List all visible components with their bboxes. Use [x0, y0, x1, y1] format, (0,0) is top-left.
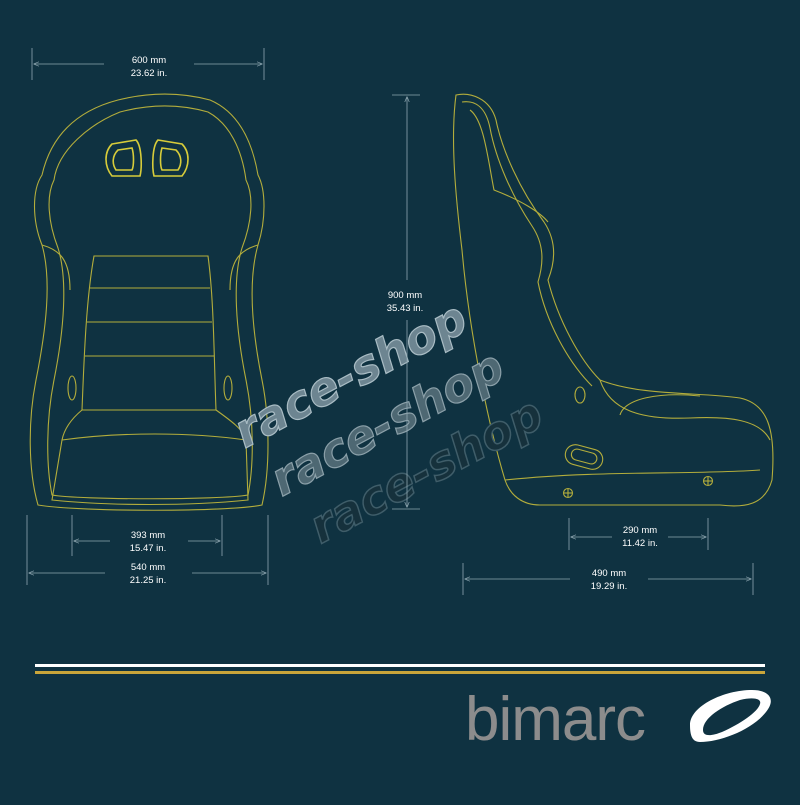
brand-name: bimarc	[465, 685, 645, 754]
height-mm: 900 mm	[388, 290, 422, 301]
inner-width-in: 15.47 in.	[130, 543, 166, 554]
base-width-in: 21.25 in.	[130, 575, 166, 586]
top-width-in: 23.62 in.	[131, 68, 167, 79]
depth-in: 19.29 in.	[591, 581, 627, 592]
dimension-height: 900 mm 35.43 in.	[387, 94, 423, 510]
depth-mm: 490 mm	[592, 568, 626, 579]
side-view-seat	[452, 93, 774, 507]
top-width-mm: 600 mm	[132, 55, 166, 66]
bimarco-logo: bimarc	[465, 685, 771, 754]
dimension-depth: 490 mm 19.29 in.	[462, 563, 754, 595]
watermark-race-shop: race-shop race-shop race-shop	[224, 290, 552, 555]
height-in: 35.43 in.	[387, 303, 423, 314]
dimension-top-width: 600 mm 23.62 in.	[31, 48, 265, 80]
mount-spacing-in: 11.42 in.	[622, 538, 658, 549]
stripe-white	[35, 664, 765, 667]
mount-spacing-mm: 290 mm	[623, 525, 657, 536]
logo-swoosh-icon	[690, 690, 771, 742]
dimension-inner-width: 393 mm 15.47 in.	[71, 515, 223, 556]
front-view-seat	[29, 93, 269, 511]
dimension-mount-spacing: 290 mm 11.42 in.	[568, 518, 709, 550]
dimension-base-width: 540 mm 21.25 in.	[26, 515, 269, 586]
stripe-gold	[35, 671, 765, 674]
base-width-mm: 540 mm	[131, 562, 165, 573]
inner-width-mm: 393 mm	[131, 530, 165, 541]
